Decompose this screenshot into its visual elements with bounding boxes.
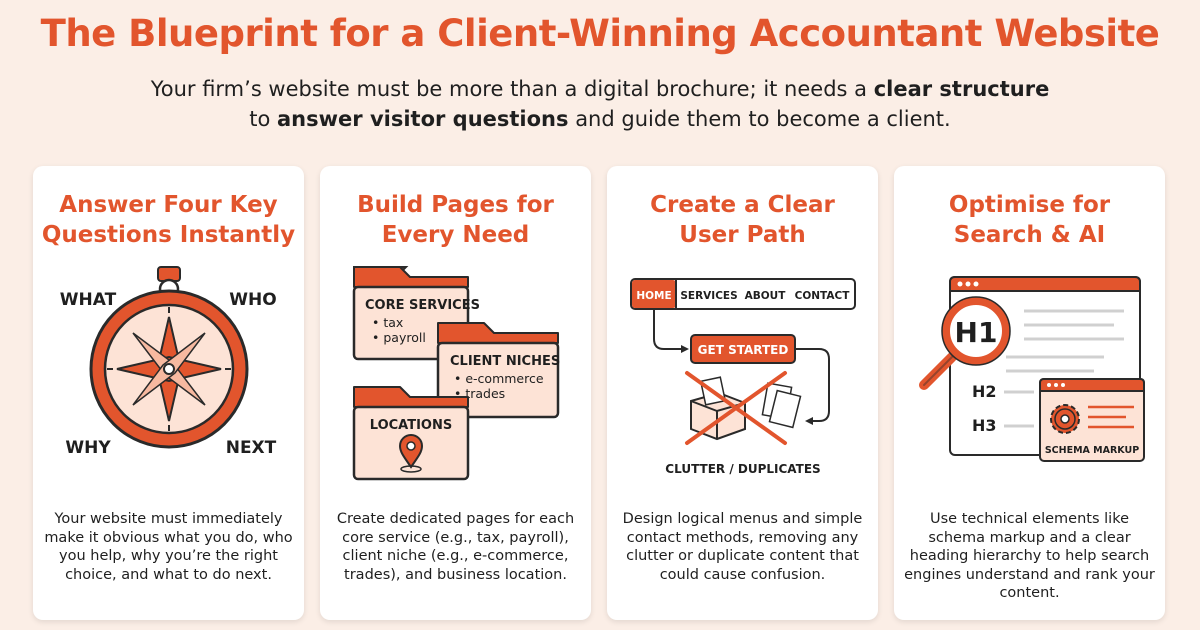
folder-icon: CORE SERVICES • tax • payroll CLIENT NIC… [352,266,560,481]
subtitle-bold-2: answer visitor questions [277,107,569,131]
label-why: WHY [65,438,111,458]
page-subtitle: Your firm’s website must be more than a … [60,74,1140,134]
card-title: Create a Clear User Path [607,190,878,250]
heading-h3: H3 [972,416,997,435]
card-title-line1: Answer Four Key [59,192,278,218]
card-title-line1: Create a Clear [650,192,835,218]
card-title: Build Pages for Every Need [320,190,591,250]
card-title-line2: Every Need [381,222,530,248]
navigation-icon: HOME SERVICES ABOUT CONTACT GET STARTED … [630,278,856,476]
label-who: WHO [229,290,276,310]
label-what: WHAT [60,290,117,310]
nav-bar: HOME SERVICES ABOUT CONTACT [630,278,856,310]
card-title-line2: Questions Instantly [41,222,296,248]
card-title-line2: Search & AI [953,222,1106,248]
card-title: Optimise for Search & AI [894,190,1165,250]
subtitle-bold-1: clear structure [873,77,1050,101]
gear-icon [1050,404,1080,434]
card-description: Design logical menus and simple contact … [622,511,863,583]
map-pin-icon [398,434,424,473]
heading-h2: H2 [972,382,997,401]
card-optimise-search: Optimise for Search & AI H2 H3 H1 [894,166,1165,620]
folder-item: • e-commerce [454,371,544,386]
nav-item-home: HOME [636,290,671,302]
subtitle-text-1: Your firm’s website must be more than a … [150,77,874,101]
nav-item-services: SERVICES [680,290,737,302]
card-description: Use technical elements like schema marku… [904,511,1155,601]
folder-item: • payroll [372,330,426,345]
folder-locations: LOCATIONS [352,386,470,481]
page-title: The Blueprint for a Client-Winning Accou… [40,12,1160,55]
folder-core-services: CORE SERVICES • tax • payroll [352,266,480,361]
clutter-icon [685,371,802,445]
folder-item: • tax [372,315,403,330]
compass-icon: WHAT WHO WHY NEXT [60,266,277,458]
nav-item-contact: CONTACT [795,290,851,302]
subtitle-text-3: and guide them to become a client. [568,107,951,131]
heading-h1: H1 [955,316,998,349]
get-started-label: GET STARTED [698,343,789,357]
magnifier-icon: H2 H3 H1 SCHEMA MARKUP [919,276,1145,462]
subtitle-text-2: to [249,107,278,131]
card-build-pages: Build Pages for Every Need CORE SERVICES… [320,166,591,620]
nav-item-about: ABOUT [745,290,787,302]
card-title-line1: Build Pages for [357,192,554,218]
card-description: Create dedicated pages for each core ser… [336,511,575,583]
folder-label: LOCATIONS [370,418,452,433]
card-user-path: Create a Clear User Path HOME SERVICES A… [607,166,878,620]
clutter-label: CLUTTER / DUPLICATES [665,462,820,476]
card-title-line2: User Path [679,222,806,248]
label-next: NEXT [226,438,277,458]
schema-markup-window: SCHEMA MARKUP [1039,378,1145,462]
search-magnifier: H1 [919,296,1011,390]
card-title-line1: Optimise for [948,192,1111,218]
card-answer-questions: Answer Four Key Questions Instantly WHAT… [33,166,304,620]
folder-label: CLIENT NICHES [450,354,560,369]
folder-label: CORE SERVICES [365,298,480,313]
card-description: Your website must immediately make it ob… [44,511,293,583]
schema-markup-label: SCHEMA MARKUP [1045,445,1139,456]
card-title: Answer Four Key Questions Instantly [33,190,304,250]
